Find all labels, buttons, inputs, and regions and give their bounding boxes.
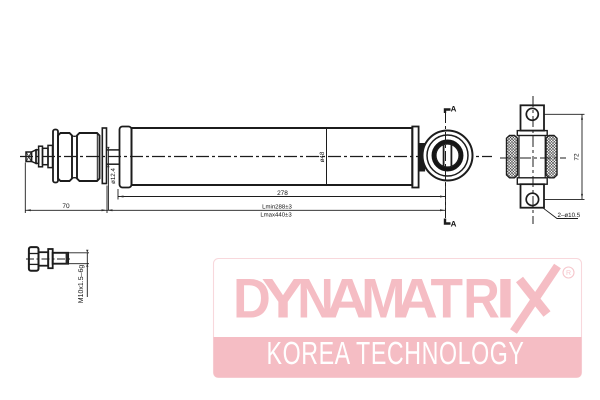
svg-text:ø12.4: ø12.4: [110, 168, 117, 184]
svg-text:Lmin288±3: Lmin288±3: [262, 204, 292, 211]
svg-text:T: T: [431, 267, 464, 330]
svg-text:72: 72: [574, 153, 581, 161]
svg-text:I: I: [496, 267, 516, 330]
svg-text:A: A: [451, 105, 457, 114]
svg-text:Lmax440±3: Lmax440±3: [260, 212, 292, 219]
svg-text:70: 70: [62, 203, 70, 210]
svg-text:M: M: [361, 267, 405, 330]
svg-text:R: R: [566, 270, 571, 277]
svg-text:KOREA TECHNOLOGY: KOREA TECHNOLOGY: [267, 335, 525, 371]
svg-text:ø48: ø48: [319, 151, 326, 162]
svg-text:N: N: [297, 267, 334, 330]
svg-text:M10x1.5–6g: M10x1.5–6g: [78, 265, 85, 304]
svg-text:A: A: [396, 267, 438, 330]
svg-text:2–ø10.5: 2–ø10.5: [558, 212, 581, 219]
svg-text:A: A: [326, 267, 369, 330]
svg-text:D: D: [233, 267, 271, 330]
svg-text:Y: Y: [261, 267, 304, 330]
svg-text:R: R: [463, 267, 500, 330]
svg-text:A: A: [451, 220, 457, 229]
svg-text:278: 278: [277, 190, 288, 197]
